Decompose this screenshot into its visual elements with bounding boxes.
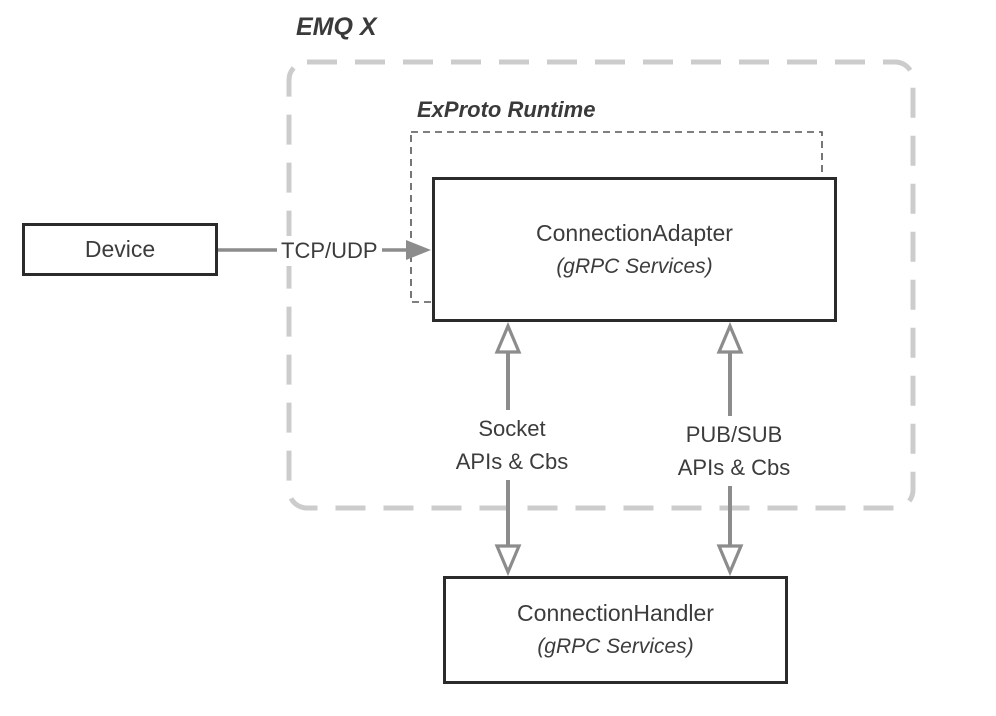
connection-handler-subtitle: (gRPC Services) (537, 635, 694, 659)
socket-arrowhead-up-icon (494, 321, 522, 354)
connection-adapter-subtitle: (gRPC Services) (556, 254, 713, 278)
connection-handler-node: ConnectionHandler (gRPC Services) (443, 576, 788, 684)
device-node: Device (22, 223, 218, 276)
emqx-region-label: EMQ X (296, 13, 377, 41)
tcp-udp-edge-label: TCP/UDP (277, 236, 382, 266)
pubsub-edge-label-line2: APIs & Cbs (677, 455, 791, 480)
emqx-boundary (286, 59, 916, 511)
pubsub-arrowhead-up-icon (716, 321, 744, 354)
pubsub-edge-label-line1: PUB/SUB (685, 422, 783, 447)
socket-arrowhead-down-icon (494, 544, 522, 577)
device-node-label: Device (84, 235, 156, 262)
tcp-udp-arrowhead-icon (406, 240, 431, 260)
connection-handler-title: ConnectionHandler (517, 600, 714, 627)
exproto-runtime-region-label: ExProto Runtime (417, 97, 596, 122)
socket-edge-label-line1: Socket (478, 416, 546, 441)
connection-adapter-title: ConnectionAdapter (536, 219, 733, 246)
socket-edge-label: Socket APIs & Cbs (428, 410, 596, 480)
connection-adapter-node: ConnectionAdapter (gRPC Services) (432, 177, 837, 322)
pubsub-edge-label: PUB/SUB APIs & Cbs (650, 416, 818, 486)
pubsub-arrowhead-down-icon (716, 544, 744, 577)
socket-edge-label-line2: APIs & Cbs (455, 449, 569, 474)
